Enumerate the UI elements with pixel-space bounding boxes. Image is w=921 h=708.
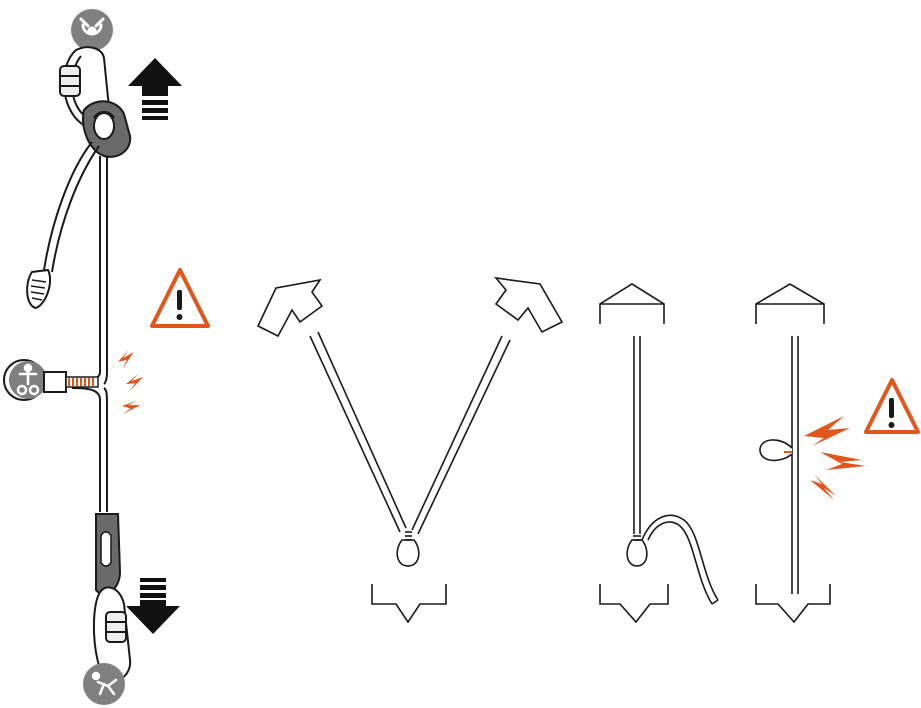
harness-icon — [16, 363, 40, 396]
harness-badge — [3, 359, 47, 401]
tension-arrow-up — [599, 283, 665, 324]
tension-arrow-up — [755, 283, 825, 324]
falling-person-badge — [83, 663, 125, 705]
anchor-point-icon — [79, 17, 105, 36]
lower-adjuster-device — [95, 513, 122, 595]
v-rope-right — [411, 335, 511, 535]
tension-arrow-up-right — [494, 276, 564, 334]
rope-adjuster-device — [82, 100, 132, 158]
tension-arrow-down — [755, 584, 831, 624]
lightning-bolt-icon — [804, 416, 866, 500]
orange-stitching — [68, 378, 94, 386]
lanyard-system-panel — [3, 9, 210, 705]
v-rope-left — [309, 331, 407, 533]
side-loop — [759, 439, 793, 462]
v-eye-loop — [396, 531, 420, 567]
tension-arrow-up-left — [256, 278, 324, 338]
harness-connector — [43, 371, 99, 393]
v-configuration-panel — [256, 276, 564, 624]
main-rope-upper — [71, 156, 108, 385]
main-rope-lower — [71, 387, 108, 512]
lightning-bolt-icon — [115, 348, 146, 418]
girth-hitch-panel — [755, 283, 831, 624]
tension-arrow-down — [599, 584, 669, 624]
vertical-rope — [791, 336, 799, 594]
vertical-rope — [633, 336, 641, 534]
warning-triangle-icon — [150, 268, 210, 328]
falling-person-icon — [91, 671, 118, 696]
straight-knotted-panel — [599, 283, 719, 624]
warning-triangle-icon — [864, 378, 920, 434]
rope-tail — [43, 141, 100, 273]
eye-loop-with-tail — [626, 514, 719, 605]
tension-up-arrow — [128, 58, 182, 120]
rope-end-stitching — [26, 268, 52, 310]
anchor-point-badge — [71, 9, 113, 51]
bottom-carabiner — [93, 586, 132, 682]
tension-down-arrow — [126, 578, 180, 634]
tension-arrow-down — [371, 584, 447, 624]
